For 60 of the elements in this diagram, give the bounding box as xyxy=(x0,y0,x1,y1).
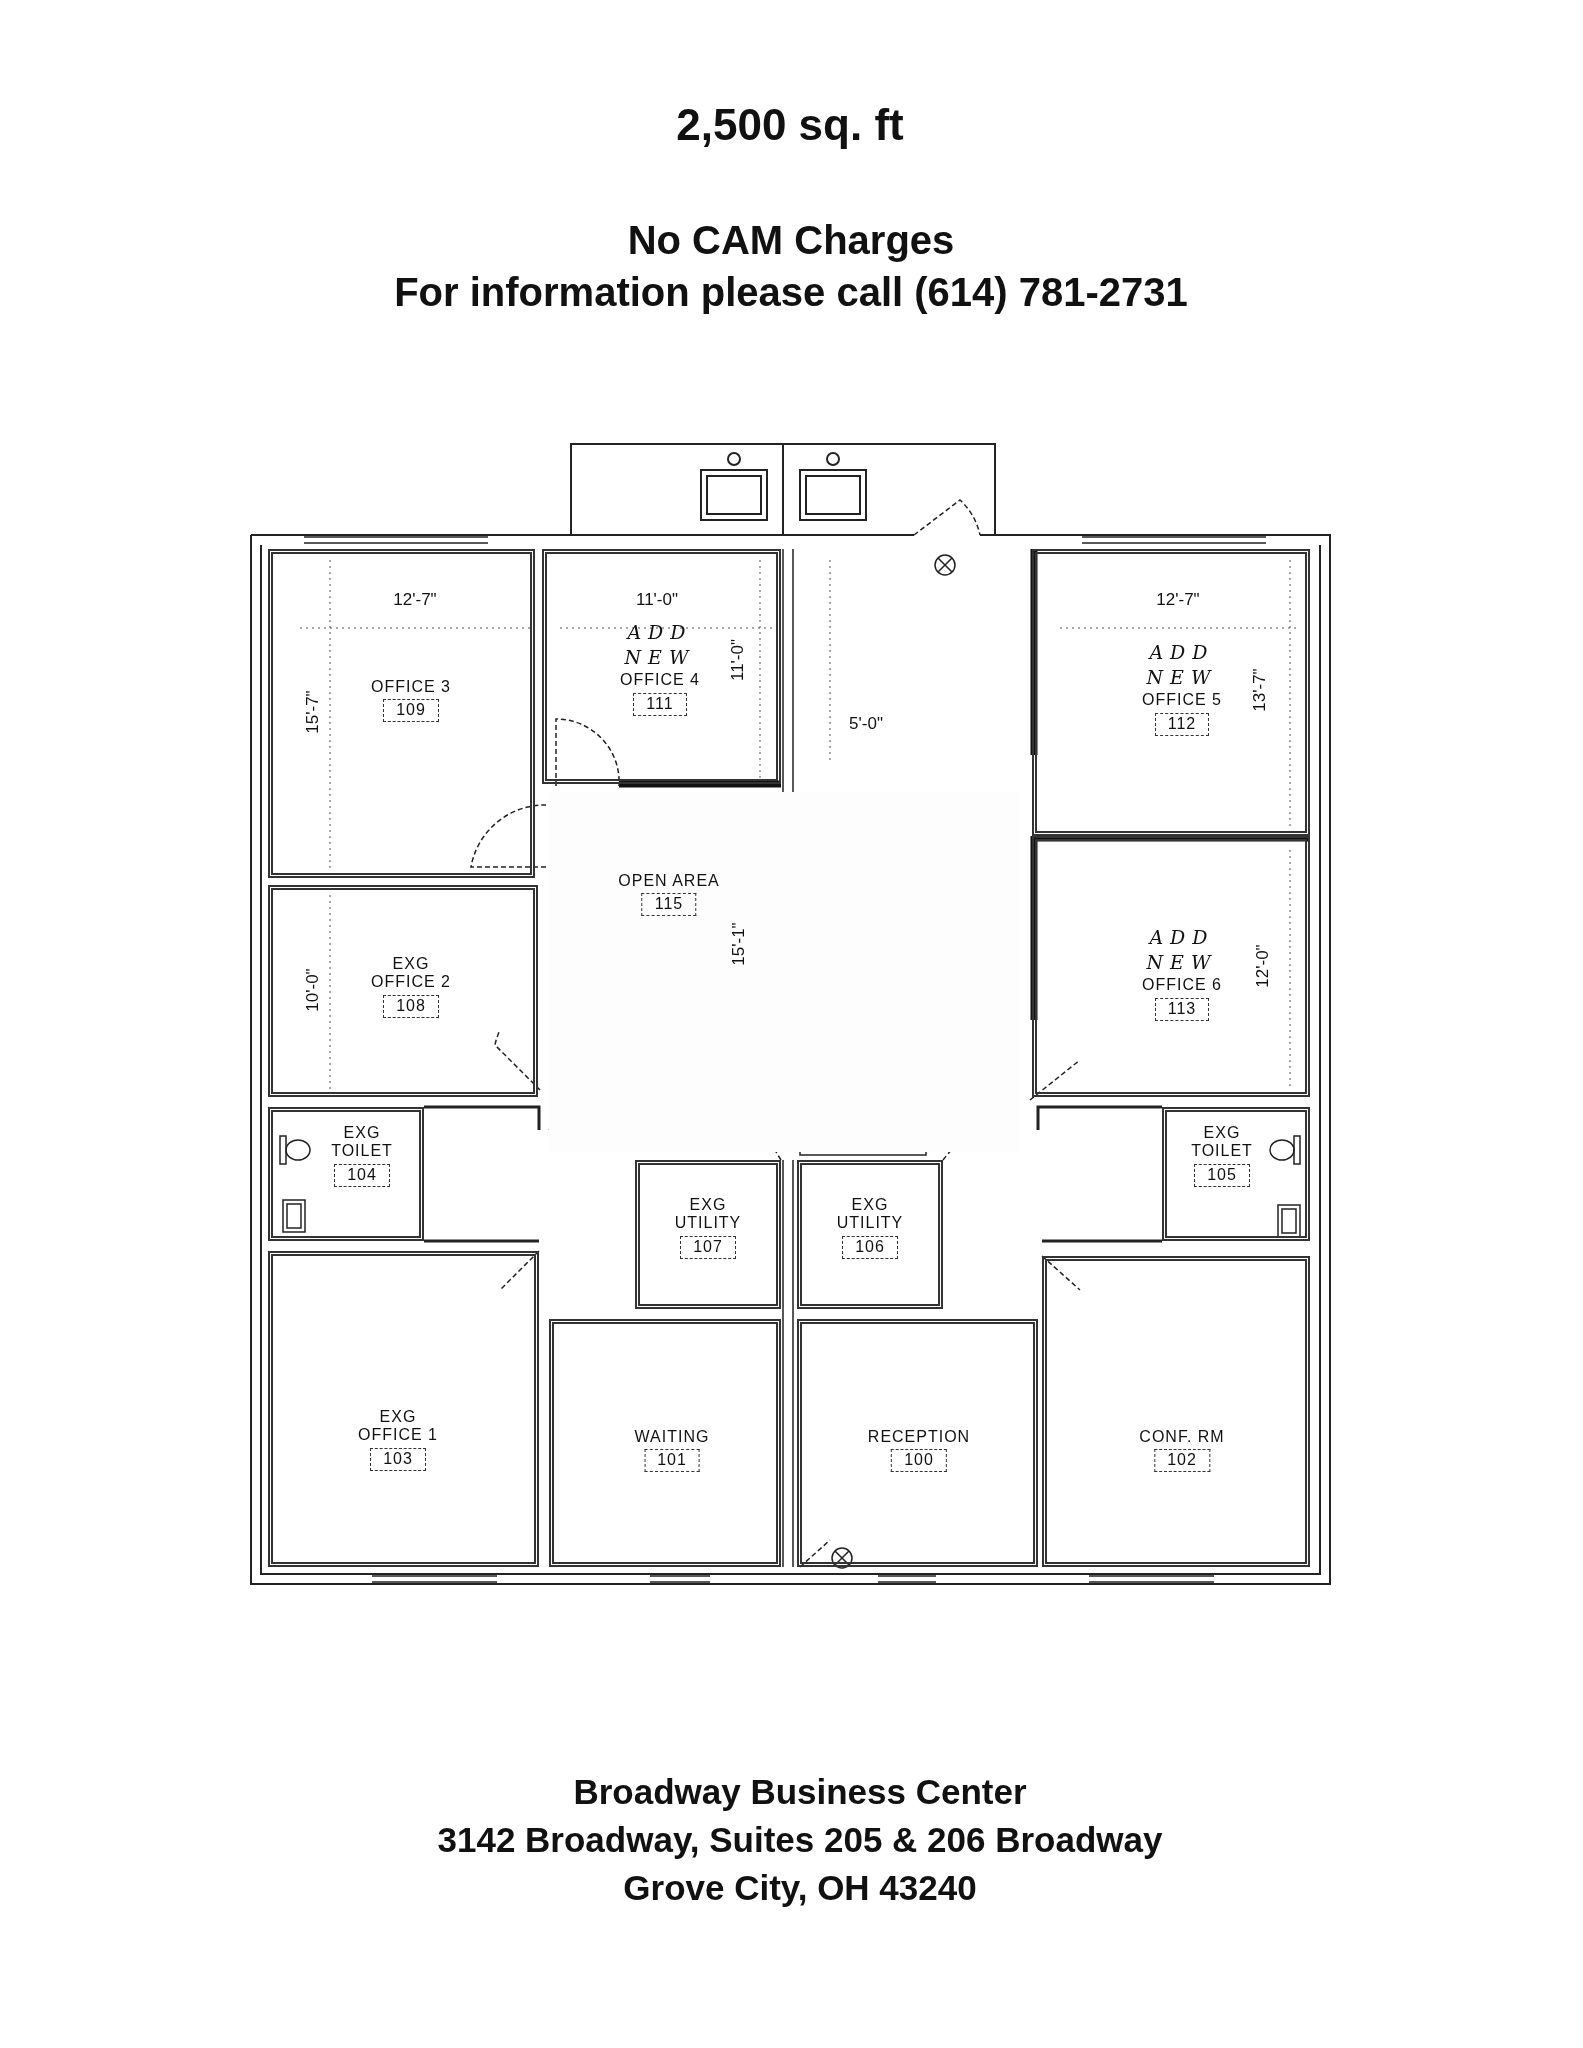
room-number: 104 xyxy=(334,1163,390,1187)
dimension-label: 12'-0" xyxy=(1253,944,1273,988)
room-name: OPEN AREA xyxy=(618,872,720,891)
address-text: 3142 Broadway, Suites 205 & 206 Broadway xyxy=(437,1820,1163,1860)
dimension-label: 12'-7" xyxy=(393,590,437,610)
room-number: 107 xyxy=(680,1235,736,1259)
room-name: EXG UTILITY xyxy=(835,1196,905,1233)
room-number: 106 xyxy=(842,1235,898,1259)
dimension-label: 11'-0" xyxy=(728,639,748,681)
room-name: WAITING xyxy=(634,1428,710,1447)
room-number: 112 xyxy=(1154,712,1210,736)
dimension-label: 15'-7" xyxy=(303,690,323,734)
room-name: CONF. RM xyxy=(1139,1428,1225,1447)
room-name: EXG TOILET xyxy=(1190,1124,1254,1161)
handwritten-note: ADD NEW xyxy=(624,620,696,670)
address-text: Broadway Business Center xyxy=(573,1772,1027,1812)
room-number: 103 xyxy=(370,1447,426,1471)
room-name: EXG OFFICE 2 xyxy=(370,955,452,992)
room-outline xyxy=(1162,1107,1310,1241)
room-name: EXG TOILET xyxy=(330,1124,394,1161)
heading-text: For information please call (614) 781-2731 xyxy=(394,270,1188,315)
handwritten-note: ADD NEW xyxy=(1146,640,1218,690)
room-name: OFFICE 5 xyxy=(1142,691,1222,710)
room-number: 113 xyxy=(1154,997,1210,1021)
handwritten-note: ADD NEW xyxy=(1146,925,1218,975)
room-number: 109 xyxy=(383,699,439,723)
page-title: 2,500 sq. ft xyxy=(676,100,904,150)
room-name: EXG UTILITY xyxy=(673,1196,743,1233)
room-number: 108 xyxy=(383,994,439,1018)
room-outline xyxy=(268,885,538,1097)
room-outline xyxy=(1032,549,1310,836)
room-outline xyxy=(268,1107,424,1241)
dimension-label: 13'-7" xyxy=(1250,668,1270,712)
room-number: 101 xyxy=(644,1449,700,1473)
room-outline xyxy=(549,1319,781,1567)
room-number: 111 xyxy=(633,692,687,716)
room-outline xyxy=(268,549,535,878)
dimension-label: 11'-0" xyxy=(636,590,678,610)
room-name: EXG OFFICE 1 xyxy=(357,1408,439,1445)
room-outline xyxy=(268,1251,539,1567)
room-outline xyxy=(797,1319,1038,1567)
dimension-label: 15'-1" xyxy=(729,922,749,966)
room-outline xyxy=(1032,836,1310,1097)
room-name: OFFICE 3 xyxy=(371,678,451,697)
dimension-label: 5'-0" xyxy=(849,714,883,734)
room-outline xyxy=(542,549,781,784)
room-outline xyxy=(1042,1256,1310,1567)
address-text: Grove City, OH 43240 xyxy=(623,1868,977,1908)
heading-text: No CAM Charges xyxy=(627,218,955,263)
dimension-label: 12'-7" xyxy=(1156,590,1200,610)
room-name: OFFICE 6 xyxy=(1142,976,1222,995)
room-number: 115 xyxy=(641,893,697,917)
room-name: OFFICE 4 xyxy=(620,671,700,690)
room-number: 100 xyxy=(891,1449,947,1473)
room-outline xyxy=(797,1160,943,1309)
room-name: RECEPTION xyxy=(867,1428,971,1447)
room-number: 105 xyxy=(1194,1163,1250,1187)
room-number: 102 xyxy=(1154,1449,1210,1473)
dimension-label: 10'-0" xyxy=(303,968,323,1012)
room-outline xyxy=(635,1160,781,1309)
